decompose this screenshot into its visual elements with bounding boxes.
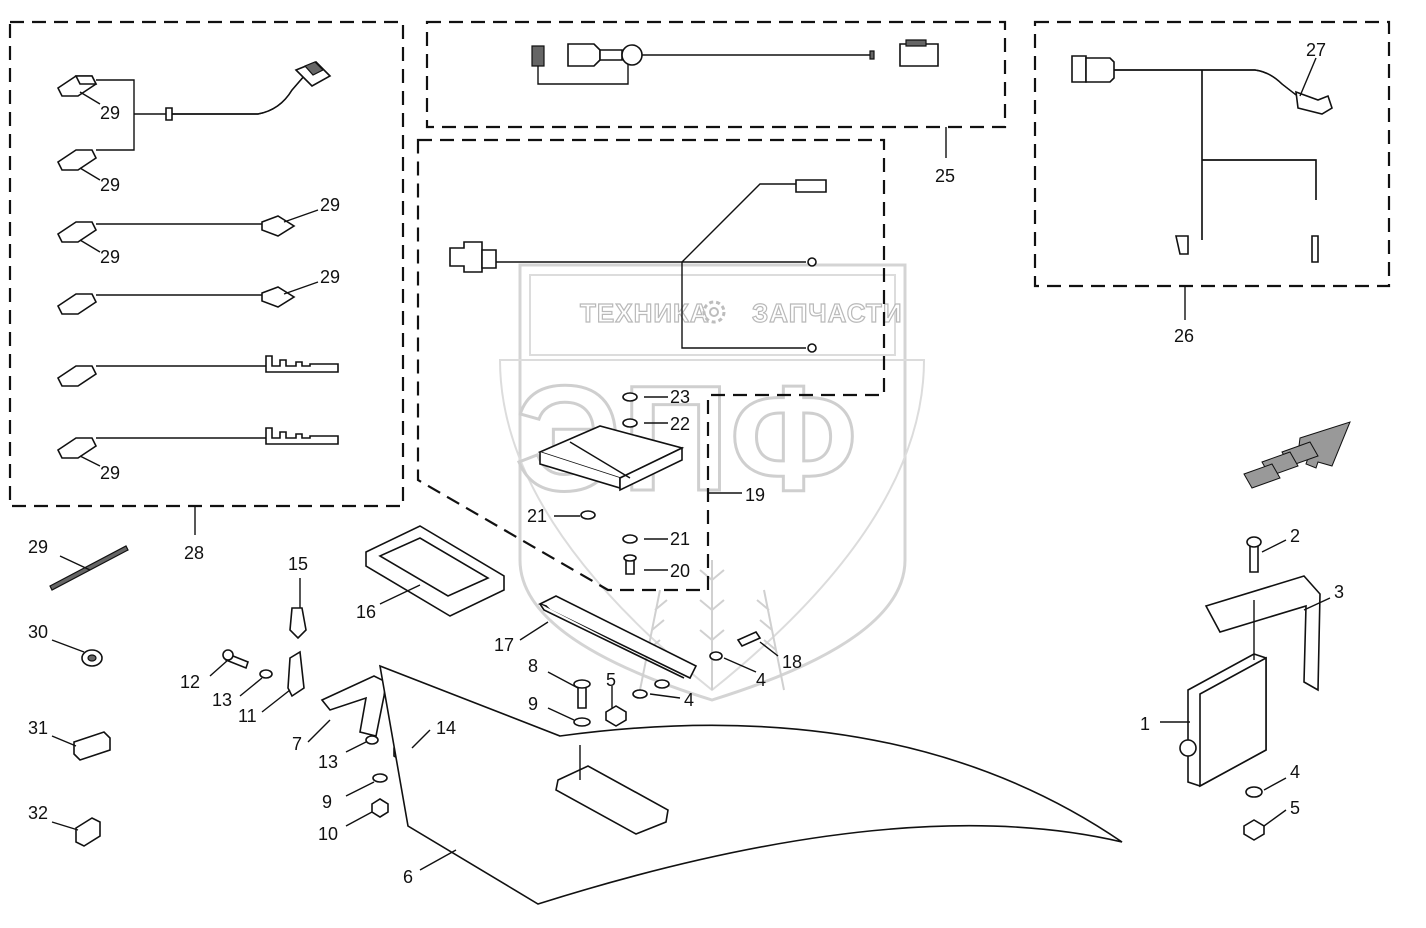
- harness-26: [1071, 55, 1333, 263]
- callout-labels: 1 2 3 4 4 4 5 5 6 7 8 9 9 10 11 12 13 13…: [28, 40, 1344, 887]
- callout-18: 18: [782, 652, 802, 672]
- callout-5: 5: [1290, 798, 1300, 818]
- hardware: [49, 392, 762, 847]
- callout-21: 21: [527, 506, 547, 526]
- callout-1: 1: [1140, 714, 1150, 734]
- callout-29: 29: [100, 463, 120, 483]
- callout-20: 20: [670, 561, 690, 581]
- group-box-25: [425, 20, 1007, 158]
- callout-29: 29: [320, 195, 340, 215]
- watermark-big-letters: ЭПФ: [515, 354, 858, 522]
- callout-15: 15: [288, 554, 308, 574]
- callout-2: 2: [1290, 526, 1300, 546]
- callout-6: 6: [403, 867, 413, 887]
- callout-11: 11: [238, 706, 257, 726]
- callout-27: 27: [1306, 40, 1326, 60]
- callout-29: 29: [100, 175, 120, 195]
- watermark: ТЕХНИКА ЗАПЧАСТИ ЭПФ: [498, 263, 926, 702]
- callout-19: 19: [745, 485, 765, 505]
- group-box-26: [1033, 20, 1391, 320]
- callout-26: 26: [1174, 326, 1194, 346]
- callout-16: 16: [356, 602, 376, 622]
- wheat-icon: [639, 560, 785, 691]
- callout-22: 22: [670, 414, 690, 434]
- watermark-brand-left: ТЕХНИКА: [580, 298, 710, 328]
- callout-3: 3: [1334, 582, 1344, 602]
- callout-29: 29: [100, 247, 120, 267]
- callout-29: 29: [320, 267, 340, 287]
- sensor-harness-19: [449, 179, 827, 492]
- callout-14: 14: [436, 718, 456, 738]
- gear-icon: [702, 300, 726, 324]
- cable-set-28: [56, 61, 339, 459]
- callout-30: 29: [28, 537, 48, 557]
- callout-4: 4: [684, 690, 694, 710]
- group-box-28: [8, 20, 405, 535]
- callout-7: 7: [292, 734, 302, 754]
- direction-arrow-icon: [1243, 421, 1351, 489]
- callout-13: 13: [318, 752, 338, 772]
- harness-25: [531, 39, 939, 85]
- flat-connector: [56, 149, 98, 171]
- callout-12: 12: [180, 672, 200, 692]
- callout-23: 23: [670, 387, 690, 407]
- harness-plug: [294, 61, 332, 87]
- callout-29: 29: [100, 103, 120, 123]
- callout-4: 4: [1290, 762, 1300, 782]
- callout-4: 4: [756, 670, 766, 690]
- control-module: [1179, 536, 1321, 841]
- callout-5: 5: [606, 670, 616, 690]
- callout-8: 8: [528, 656, 538, 676]
- callout-33: 32: [28, 803, 48, 823]
- callout-10: 10: [318, 824, 338, 844]
- flat-connector: [56, 75, 98, 97]
- callout-9: 9: [322, 792, 332, 812]
- callout-32: 31: [28, 718, 48, 738]
- callout-21: 21: [670, 529, 690, 549]
- leader-lines: [51, 57, 1331, 871]
- callout-17: 17: [494, 635, 514, 655]
- callout-31: 30: [28, 622, 48, 642]
- cover-panel-6: [378, 664, 1123, 905]
- group-box-19: [416, 138, 886, 592]
- callout-9: 9: [528, 694, 538, 714]
- callout-13: 13: [212, 690, 232, 710]
- callout-25: 25: [935, 166, 955, 186]
- callout-28: 28: [184, 543, 204, 563]
- watermark-brand-right: ЗАПЧАСТИ: [752, 298, 903, 328]
